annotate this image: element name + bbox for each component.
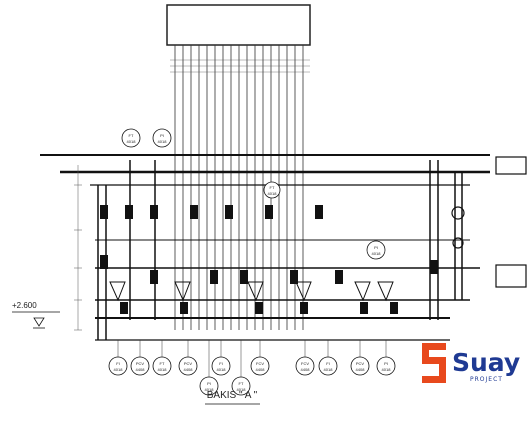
- bubble-num: 4018: [237, 387, 247, 392]
- bubble-tag: PI: [374, 245, 378, 250]
- bubble-tag: PI: [207, 381, 211, 386]
- bubble-num: 4018: [324, 367, 334, 372]
- bubble-num: 4018: [268, 191, 278, 196]
- bubble-num: 4018: [127, 139, 137, 144]
- bubble-num: 4018: [114, 367, 124, 372]
- instrument-bubble: [350, 356, 370, 376]
- bubble-tag: FT: [270, 185, 275, 190]
- bubble-tag: FCV: [301, 361, 309, 366]
- bubble-num: 4408: [136, 367, 146, 372]
- bubble-num: 4408: [256, 367, 266, 372]
- instrument-bubble: [211, 356, 231, 376]
- bubble-num: 4018: [372, 251, 382, 256]
- strainer-units: [109, 281, 394, 302]
- instrument-bubble: [295, 356, 315, 376]
- right-pipes: [429, 160, 463, 320]
- bubble-num: 4018: [217, 367, 227, 372]
- instrument-bubbles-bottom: [108, 356, 396, 396]
- vertical-risers: [174, 45, 304, 330]
- instrument-bubble: [108, 356, 128, 376]
- right-reference-box-upper: [495, 156, 527, 175]
- bubble-tag: FI: [219, 361, 223, 366]
- instrument-bubble: [250, 356, 270, 376]
- bubble-tag: PI: [384, 361, 388, 366]
- bubble-num: 4018: [382, 367, 392, 372]
- bubble-tag: PCV: [136, 361, 145, 366]
- main-header-pipes: [40, 154, 490, 341]
- instrument-bubble: [199, 376, 219, 396]
- top-dimension-lines: [170, 59, 310, 73]
- view-title: BAKIS " A ": [207, 390, 258, 401]
- instrument-bubble: [263, 181, 281, 199]
- instrument-bubble: [376, 356, 396, 376]
- right-reference-box-lower: [495, 264, 527, 288]
- bubble-tag: FT: [129, 133, 134, 138]
- bubble-tag: FT: [160, 361, 165, 366]
- bubble-tag: FI: [116, 361, 120, 366]
- bubble-tag: FCV: [256, 361, 264, 366]
- logo-mark-icon: [422, 343, 446, 383]
- bottom-leader-lines: [117, 340, 387, 378]
- elevation-label: +2.600: [12, 301, 37, 310]
- bubble-num: 4018: [205, 387, 215, 392]
- level-triangle-icon: [33, 317, 45, 327]
- right-gauges: [451, 206, 465, 249]
- bubble-tag: PCV: [356, 361, 365, 366]
- left-dimension-lines: [74, 165, 82, 331]
- bubble-num: 4408: [301, 367, 311, 372]
- instrument-bubble: [152, 356, 172, 376]
- logo-name: Suay: [452, 348, 520, 377]
- top-title-box: [166, 4, 311, 46]
- instrument-bubble: [152, 128, 172, 148]
- bubble-num: 4408: [356, 367, 366, 372]
- elevation-marker: +2.600: [12, 301, 60, 329]
- bubble-num: 4408: [184, 367, 194, 372]
- instrument-bubble: [178, 356, 198, 376]
- suay-logo: Suay PROJECT: [422, 343, 520, 383]
- instrument-bubble: [366, 240, 386, 260]
- bubble-tag: FT: [239, 381, 244, 386]
- logo-sub: PROJECT: [470, 376, 503, 383]
- instrument-bubble: [121, 128, 141, 148]
- instrument-bubble: [231, 376, 251, 396]
- bubble-num: 4018: [158, 367, 168, 372]
- bubble-num: 4018: [158, 139, 168, 144]
- bubble-tag: PCV: [184, 361, 193, 366]
- bubble-tag: FI: [326, 361, 330, 366]
- valves: [100, 205, 438, 314]
- instrument-bubbles-top: [121, 128, 386, 260]
- bubble-tag: PI: [160, 133, 164, 138]
- instrument-bubble: [130, 356, 150, 376]
- instrument-bubble: [318, 356, 338, 376]
